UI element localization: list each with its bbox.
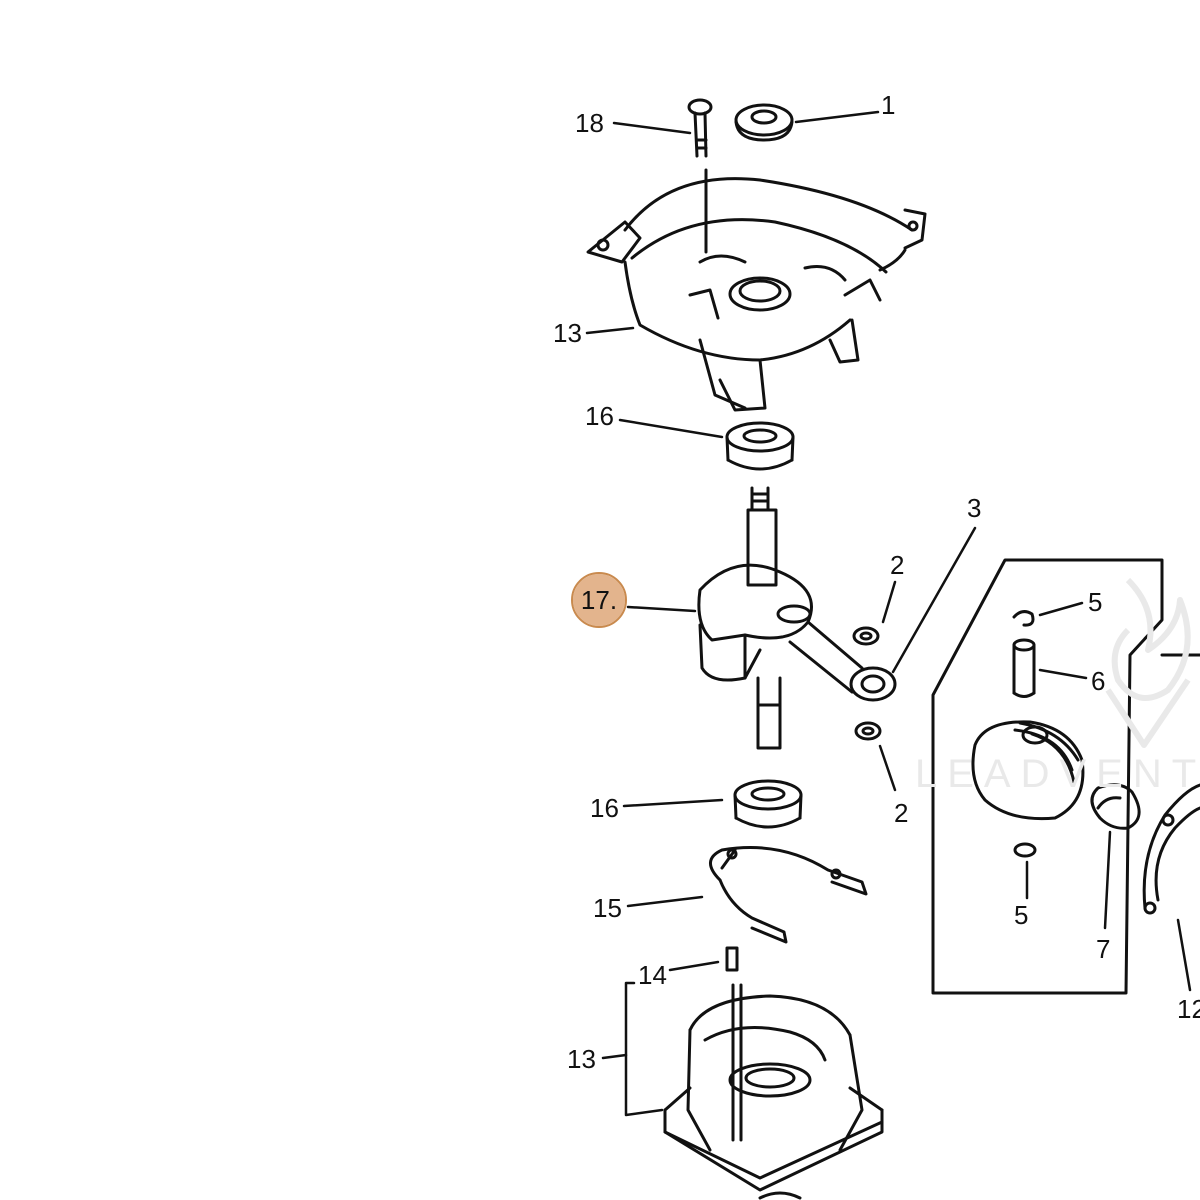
part-14-pin xyxy=(725,946,739,972)
leader-lines xyxy=(585,110,1192,1117)
callout-14: 14 xyxy=(638,960,667,990)
callout-16-bottom: 16 xyxy=(590,793,619,823)
part-15-gasket xyxy=(709,846,868,944)
part-16-bearing-bottom xyxy=(733,779,803,829)
callout-15: 15 xyxy=(593,893,622,923)
callout-16-top: 16 xyxy=(585,401,614,431)
callout-5-bottom: 5 xyxy=(1014,900,1029,930)
part-13-crankcase-top xyxy=(586,168,927,412)
flame-logo-icon xyxy=(1088,570,1200,750)
callout-2-top: 2 xyxy=(890,550,905,580)
callout-7: 7 xyxy=(1096,934,1111,964)
callout-6: 6 xyxy=(1091,666,1106,696)
piston-kit-box xyxy=(931,558,1200,995)
part-17-crankshaft xyxy=(697,486,897,750)
callout-2-bottom: 2 xyxy=(894,798,909,828)
part-5-clip-top xyxy=(1012,610,1035,627)
callout-5-top: 5 xyxy=(1088,587,1103,617)
part-18-screw xyxy=(687,98,713,158)
part-16-bearing-top xyxy=(725,421,795,471)
part-13-crankcase-bottom xyxy=(663,983,884,1200)
part-7-piston-ring xyxy=(1090,783,1141,830)
callout-13-top: 13 xyxy=(553,318,582,348)
part-6-piston-pin xyxy=(1012,638,1036,698)
part-2-washer-top xyxy=(852,626,880,646)
part-2-washer-bottom xyxy=(854,721,882,741)
callout-12: 12 xyxy=(1177,994,1200,1024)
part-1-seal xyxy=(734,103,794,142)
callout-17: 17. xyxy=(571,572,627,628)
callout-1: 1 xyxy=(881,90,896,120)
callout-13-bottom: 13 xyxy=(567,1044,596,1074)
part-5-clip-bottom xyxy=(1013,842,1037,858)
watermark-text: LEADVENT xyxy=(915,752,1200,796)
callout-18: 18 xyxy=(575,108,604,138)
callout-3: 3 xyxy=(967,493,982,523)
piston xyxy=(971,720,1085,821)
part-12-cylinder-gasket xyxy=(1142,783,1200,915)
